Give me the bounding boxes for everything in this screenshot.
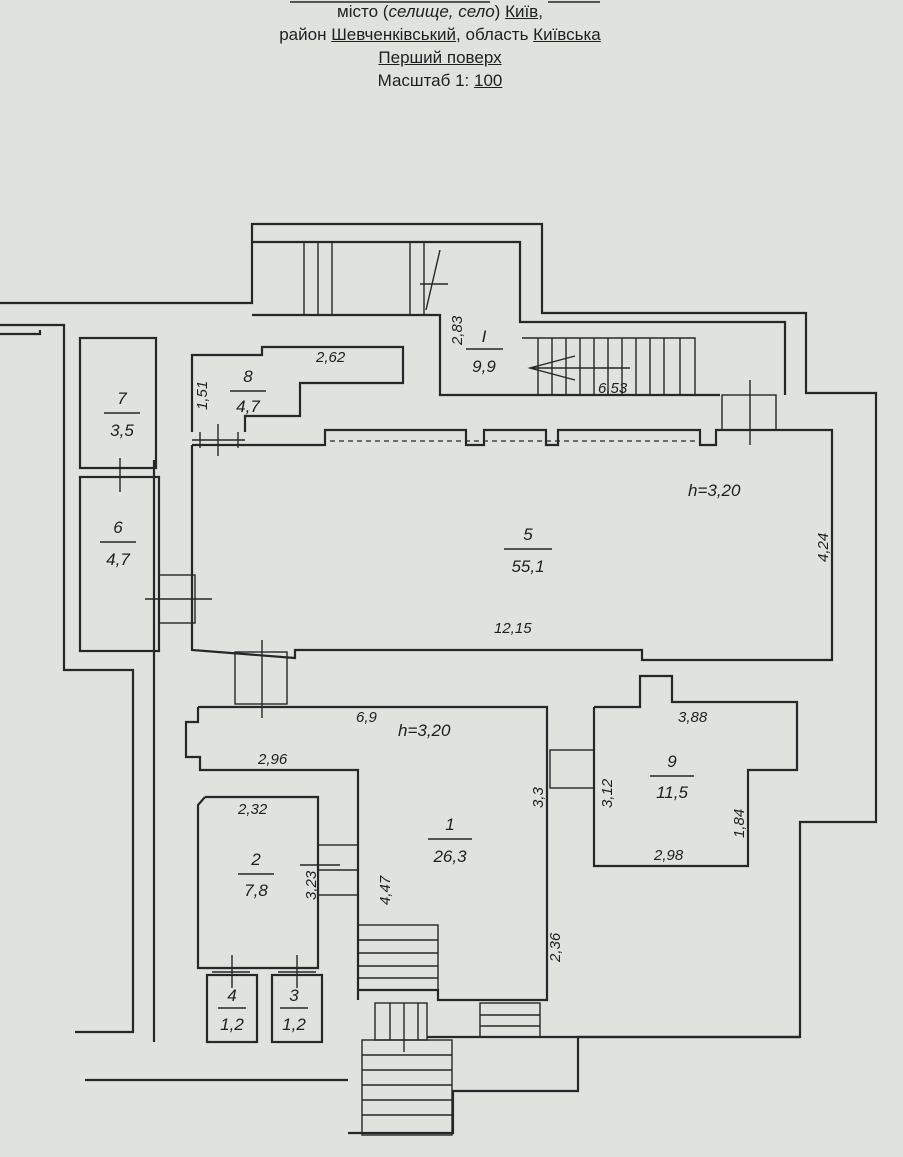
dim-label: 12,15 bbox=[494, 620, 532, 637]
svg-text:1,2: 1,2 bbox=[282, 1015, 306, 1034]
room-label-9: 9 11,5 bbox=[650, 752, 694, 802]
dim-label: 4,47 bbox=[377, 875, 394, 905]
svg-text:3: 3 bbox=[289, 986, 299, 1005]
svg-text:55,1: 55,1 bbox=[511, 557, 544, 576]
outer-wall bbox=[0, 222, 878, 1135]
height-label-1: h=3,20 bbox=[398, 721, 451, 740]
room-label-1: 1 26,3 bbox=[428, 815, 472, 866]
svg-text:3,5: 3,5 bbox=[110, 421, 134, 440]
dim-label: 2,83 bbox=[449, 315, 466, 346]
plan-header: місто (селище, село) Київ, район Шевченк… bbox=[0, 0, 880, 92]
dim-label: 2,96 bbox=[257, 751, 288, 768]
city-mid: ) bbox=[494, 2, 506, 21]
district-name: Шевченківський bbox=[331, 25, 457, 44]
svg-text:1: 1 bbox=[445, 815, 454, 834]
svg-text:4: 4 bbox=[227, 986, 236, 1005]
dim-label: 3,88 bbox=[678, 709, 708, 726]
district-line: район Шевченківський, область Київська bbox=[0, 23, 880, 46]
scale-prefix: Масштаб 1: bbox=[377, 71, 474, 90]
door-5-1 bbox=[234, 651, 288, 705]
dim-label: 2,62 bbox=[315, 349, 346, 366]
scale-line: Масштаб 1: 100 bbox=[0, 69, 880, 92]
svg-text:1,2: 1,2 bbox=[220, 1015, 244, 1034]
stair-bottom bbox=[357, 924, 439, 991]
city-suffix: , bbox=[538, 2, 543, 21]
svg-text:7: 7 bbox=[117, 389, 127, 408]
svg-text:7,8: 7,8 bbox=[244, 881, 268, 900]
dim-label: 6,9 bbox=[356, 709, 378, 726]
door-2-1 bbox=[300, 844, 359, 896]
stair-exit bbox=[361, 1002, 560, 1136]
dim-label: 2,36 bbox=[547, 932, 564, 963]
svg-text:4,7: 4,7 bbox=[236, 397, 260, 416]
dim-label: 1,84 bbox=[731, 809, 748, 838]
left-wall-stub bbox=[0, 330, 42, 336]
door-5-right bbox=[721, 394, 777, 431]
room-2-walls bbox=[196, 795, 320, 970]
room-label-8: 8 4,7 bbox=[230, 367, 266, 416]
svg-text:8: 8 bbox=[243, 367, 253, 386]
region-prefix: , область bbox=[456, 25, 534, 44]
room-1-walls bbox=[184, 705, 549, 1002]
room-9-walls bbox=[592, 674, 799, 868]
room-label-2: 2 7,8 bbox=[238, 850, 274, 900]
door-1-9 bbox=[549, 749, 595, 789]
svg-text:I: I bbox=[482, 327, 487, 346]
city-prefix: місто ( bbox=[337, 2, 389, 21]
stair-diag bbox=[425, 249, 441, 311]
svg-text:9: 9 bbox=[667, 752, 677, 771]
room-label-7: 7 3,5 bbox=[104, 389, 140, 440]
svg-text:6: 6 bbox=[113, 518, 123, 537]
dim-label: 3,12 bbox=[599, 778, 616, 808]
stair-i-steps bbox=[527, 338, 681, 395]
room-8-walls bbox=[190, 345, 405, 432]
settlement-type: селище, село bbox=[388, 2, 495, 21]
room-label-6: 6 4,7 bbox=[100, 518, 136, 569]
city-name: Київ bbox=[505, 2, 539, 21]
svg-text:9,9: 9,9 bbox=[472, 357, 496, 376]
dim-label: 1,51 bbox=[194, 381, 211, 410]
room-5-walls bbox=[190, 428, 834, 662]
dim-label: 4,24 bbox=[815, 533, 832, 562]
room-label-3: 3 1,2 bbox=[280, 986, 308, 1034]
room-label-I: I 9,9 bbox=[466, 327, 503, 376]
room-label-4: 4 1,2 bbox=[218, 986, 246, 1034]
region-name: Київська bbox=[533, 25, 601, 44]
left-wall bbox=[0, 323, 135, 1034]
dim-label: 3,3 bbox=[530, 786, 547, 808]
dim-label: 2,98 bbox=[653, 847, 684, 864]
district-prefix: район bbox=[279, 25, 332, 44]
svg-text:11,5: 11,5 bbox=[656, 783, 688, 802]
svg-text:26,3: 26,3 bbox=[432, 847, 467, 866]
dim-label: 6,53 bbox=[598, 380, 628, 397]
dim-label: 2,32 bbox=[237, 801, 268, 818]
svg-text:2: 2 bbox=[250, 850, 261, 869]
height-label-5: h=3,20 bbox=[688, 481, 741, 500]
top-stair-block bbox=[252, 240, 787, 395]
svg-text:5: 5 bbox=[523, 525, 533, 544]
scale-value: 100 bbox=[473, 71, 503, 90]
room-label-5: 5 55,1 bbox=[504, 525, 552, 576]
floor-title: Перший поверх bbox=[378, 48, 502, 67]
location-line: місто (селище, село) Київ, bbox=[0, 0, 880, 23]
svg-text:4,7: 4,7 bbox=[106, 550, 130, 569]
dim-label: 3,23 bbox=[303, 870, 320, 900]
